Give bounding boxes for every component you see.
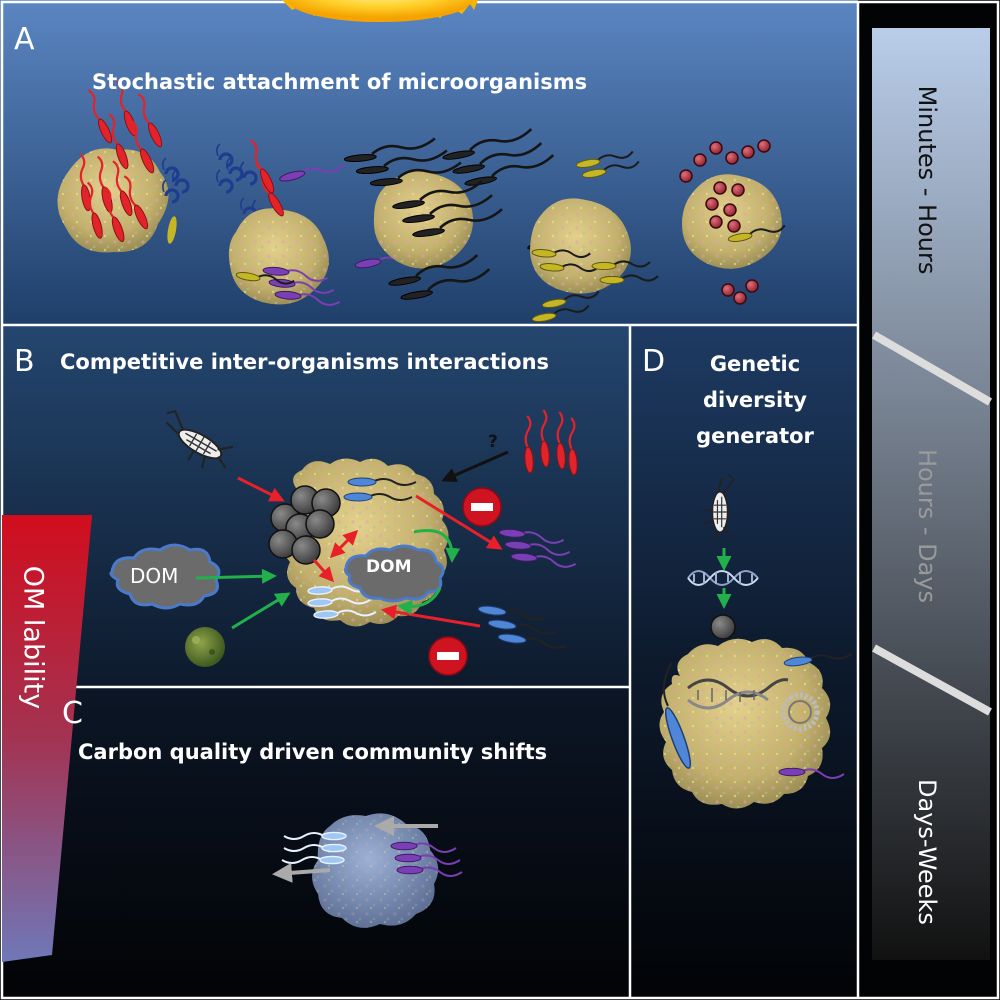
panel-a-title: Stochastic attachment of microorganisms [92,70,588,94]
om-lability-wedge [2,515,92,962]
panel-d-title-line-3: generator [696,424,814,448]
dom-cloud-outside [109,543,221,610]
panel-c-particle [281,813,463,928]
panel-a-letter: A [14,22,35,57]
panel-b-title: Competitive inter-organisms interactions [60,350,550,374]
algae-icon [185,627,225,667]
viral-cluster [268,485,341,565]
panel-d-title-line-2: diversity [703,388,807,412]
dom-label-outside: DOM [130,564,179,588]
sun-icon [282,0,478,22]
timescale-hours-days: Hours - Days [913,448,941,604]
panel-a-particle-4 [530,149,659,325]
timescale-minutes-hours: Minutes - Hours [913,85,941,275]
panel-a-particle-2 [228,137,422,307]
dna-icon [687,570,759,586]
om-lability-label: OM lability [17,565,49,710]
panel-c-title: Carbon quality driven community shifts [78,740,548,764]
panel-a-particle-1 [57,148,169,253]
panel-d-bacteria [662,648,854,779]
panel-c-arrows [272,816,438,883]
panel-d-title-line-1: Genetic [709,352,801,376]
panel-a-red-cocci [679,139,771,305]
panel-a-yellow-single [167,216,177,244]
timescale-bar [872,28,990,960]
inhibition-icon [462,487,502,527]
panel-c-background [0,687,630,1000]
timescale-divider-1 [871,331,993,406]
panel-b-arrows [195,450,509,630]
phage-icon [710,614,736,640]
unknown-interaction-mark: ? [488,432,498,452]
panel-d-letter: D [642,344,666,379]
inhibition-icon-2 [428,636,468,676]
panel-c-letter: C [62,696,83,731]
panel-b-letter: B [14,344,35,379]
timescale-days-weeks: Days-Weeks [913,779,941,925]
plasmid-icon [780,692,820,732]
timescale-divider-2 [872,644,992,716]
dom-label-inside: DOM [366,557,412,577]
panel-d-particle [659,638,831,809]
